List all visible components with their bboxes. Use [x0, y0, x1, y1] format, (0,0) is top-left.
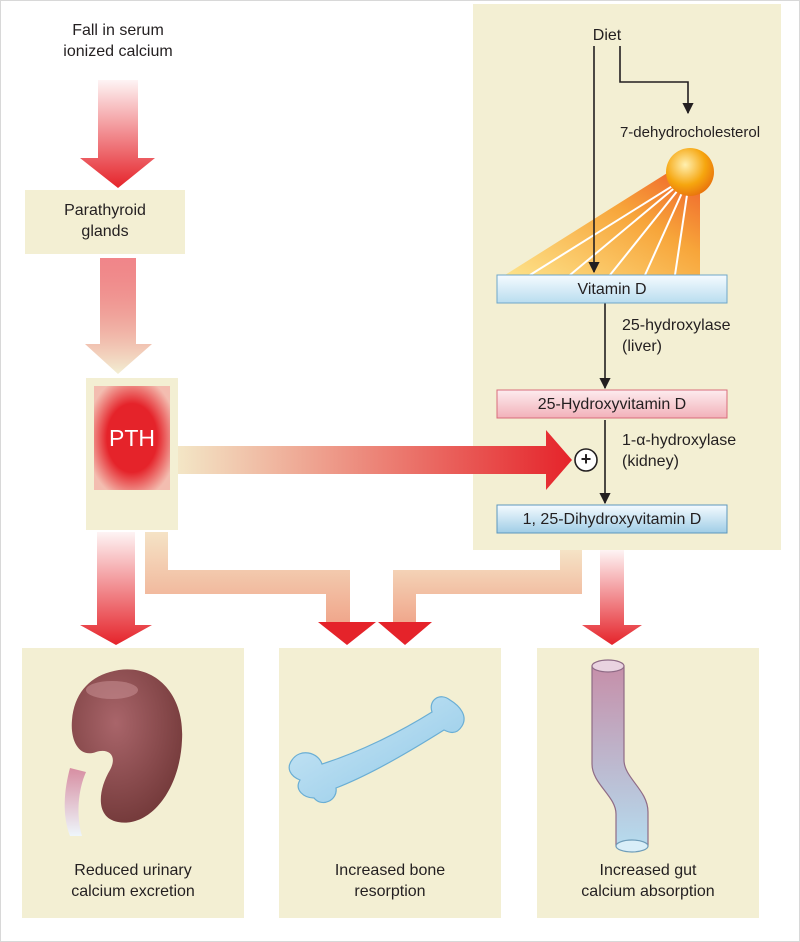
plus-circle-icon — [574, 448, 598, 472]
1-alpha-hydroxylase-label: 1-α-hydroxylase (kidney) — [622, 432, 737, 470]
pth-box — [94, 386, 170, 490]
connector-vitd-to-bone — [393, 550, 582, 625]
arrow-pth-to-hydroxylase — [178, 430, 572, 490]
plus-symbol: + — [580, 449, 592, 469]
dihydroxyvitamin-d-box — [496, 504, 728, 534]
arrow-vitd-to-gut — [582, 550, 642, 645]
25-hydroxyvitamin-d-label: 25-Hydroxyvitamin D — [537, 396, 687, 413]
pth-label: PTH — [109, 425, 155, 451]
vitamin-d-box — [496, 274, 728, 304]
arrow-head-vitd-bone — [378, 622, 432, 645]
arrow-pth-to-kidney — [80, 532, 152, 645]
sun-icon — [666, 148, 714, 196]
gut-icon — [591, 659, 649, 853]
gut-panel — [537, 648, 759, 918]
dihydroxyvitamin-d-label: 1, 25-Dihydroxyvitamin D — [522, 511, 702, 528]
arrow-diet-to-dehydrocholesterol — [619, 46, 694, 115]
25-hydroxylase-label: 25-hydroxylase (liver) — [622, 317, 731, 355]
arrow-parathyroid-to-pth — [85, 258, 152, 374]
connector-pth-to-bone — [145, 532, 350, 625]
arrow-calcium-to-parathyroid — [80, 80, 155, 188]
sunlight-rays — [505, 165, 700, 275]
parathyroid-glands-label: Parathyroid glands — [64, 202, 146, 240]
kidney-icon — [64, 669, 183, 836]
arrow-head-pth-bone — [318, 622, 376, 645]
parathyroid-panel — [25, 190, 185, 254]
diet-label: Diet — [592, 27, 622, 44]
gut-outcome-label: Increased gut calcium absorption — [581, 862, 715, 900]
fall-in-calcium-label: Fall in serum ionized calcium — [63, 22, 173, 60]
25-hydroxyvitamin-d-box — [496, 389, 728, 419]
bone-outcome-label: Increased bone resorption — [334, 862, 446, 900]
kidney-outcome-label: Reduced urinary calcium excretion — [71, 862, 195, 900]
dehydrocholesterol-label: 7-dehydrocholesterol — [619, 124, 761, 141]
bone-icon — [288, 696, 465, 803]
vitamin-d-label: Vitamin D — [577, 281, 647, 298]
